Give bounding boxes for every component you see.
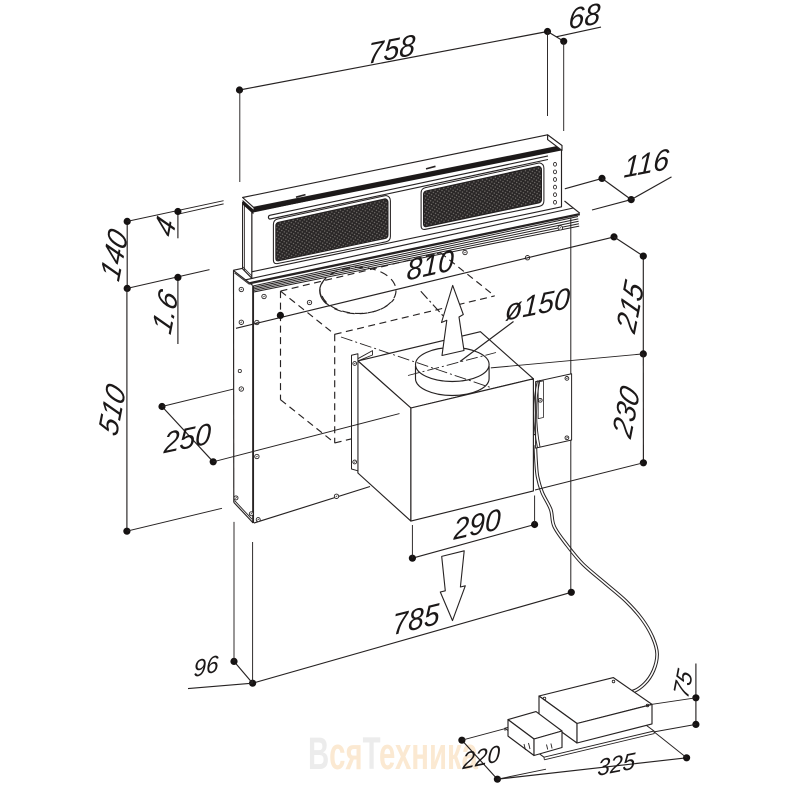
svg-text:68: 68 (568, 0, 602, 37)
svg-text:96: 96 (193, 650, 218, 682)
svg-text:ВсяТехника: ВсяТехника (308, 728, 479, 779)
